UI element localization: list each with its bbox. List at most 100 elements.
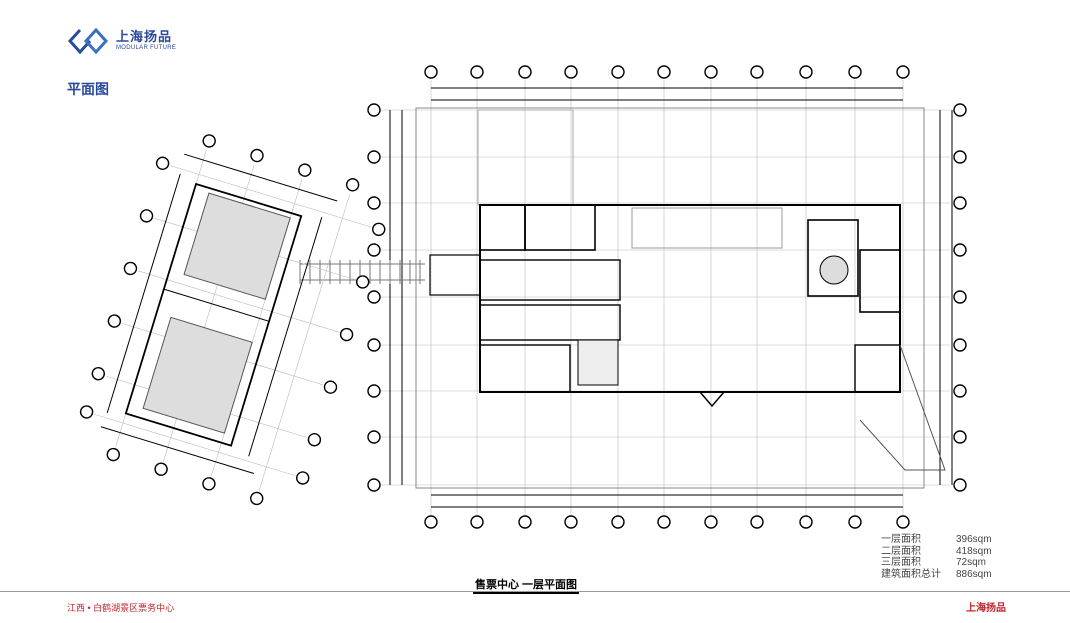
grid-axis xyxy=(94,413,296,476)
stair xyxy=(859,249,901,313)
axis-bubble xyxy=(518,515,532,529)
side-building-wall xyxy=(124,182,303,447)
column-feature xyxy=(819,255,849,285)
seating-area xyxy=(142,316,253,434)
axis-bubble xyxy=(107,314,122,328)
dimension-line xyxy=(248,217,323,457)
axis-bubble xyxy=(155,156,170,170)
axis-bubble xyxy=(518,65,532,79)
partition xyxy=(163,288,270,322)
axis-bubble xyxy=(848,515,862,529)
axis-bubble xyxy=(953,103,967,117)
dimension-line xyxy=(184,153,338,202)
main-building-plan xyxy=(299,65,967,529)
building-wall xyxy=(479,204,901,393)
axis-bubble xyxy=(202,477,216,491)
axis-bubble xyxy=(564,515,578,529)
axis-bubble xyxy=(424,515,438,529)
restroom xyxy=(479,259,621,301)
side-building-plan xyxy=(79,134,386,506)
axis-bubble xyxy=(345,178,360,192)
stair-room xyxy=(479,344,571,393)
dimension-line xyxy=(106,173,181,414)
logo-name-cn: 上海扬品 xyxy=(116,29,173,44)
axis-bubble xyxy=(250,491,264,506)
axis-bubble xyxy=(848,65,862,79)
axis-bubble xyxy=(750,515,764,529)
axis-bubble xyxy=(202,134,216,148)
axis-bubble xyxy=(367,196,381,210)
ramp xyxy=(859,344,946,471)
axis-bubble xyxy=(106,447,120,462)
axis-bubble xyxy=(154,462,168,476)
grid-axis xyxy=(138,270,340,333)
axis-bubble xyxy=(123,261,138,276)
axis-bubble xyxy=(424,65,438,79)
axis-bubble xyxy=(250,148,264,163)
axis-bubble xyxy=(79,405,94,419)
axis-bubble xyxy=(367,243,381,257)
logo-mark-icon xyxy=(67,27,109,55)
axis-bubble xyxy=(296,471,310,485)
axis-bubble xyxy=(367,430,381,444)
upper-outline xyxy=(477,109,574,206)
axis-bubble xyxy=(953,384,967,398)
page-title: 平面图 xyxy=(67,81,109,97)
axis-bubble xyxy=(953,196,967,210)
axis-bubble xyxy=(657,515,671,529)
axis-bubble xyxy=(704,65,718,79)
axis-bubble xyxy=(704,515,718,529)
axis-bubble xyxy=(298,163,312,177)
axis-bubble xyxy=(611,65,625,79)
room xyxy=(807,219,859,297)
axis-bubble xyxy=(367,338,381,352)
axis-bubble xyxy=(91,366,105,381)
footer-divider xyxy=(0,591,1070,592)
axis-bubble xyxy=(367,290,381,304)
axis-bubble xyxy=(953,243,967,257)
plan-title: 售票中心 一层平面图 xyxy=(473,576,580,594)
axis-bubble xyxy=(799,65,813,79)
axis-bubble xyxy=(953,338,967,352)
axis-bubble xyxy=(367,478,381,492)
footer-brand: 上海扬品 xyxy=(966,603,1006,614)
axis-bubble xyxy=(896,515,910,529)
counter xyxy=(631,207,783,249)
axis-bubble xyxy=(139,209,154,223)
axis-bubble xyxy=(953,478,967,492)
axis-bubble xyxy=(323,380,338,394)
room xyxy=(479,204,526,251)
axis-bubble xyxy=(367,150,381,164)
grid-axis xyxy=(170,165,372,228)
axis-bubble xyxy=(339,327,354,342)
axis-bubble xyxy=(355,275,370,289)
axis-bubble xyxy=(470,65,484,79)
axis-bubble xyxy=(564,65,578,79)
axis-bubble xyxy=(307,433,322,447)
dimension-line xyxy=(100,426,255,474)
axis-bubble xyxy=(750,65,764,79)
axis-bubble xyxy=(372,222,386,237)
entrance-door xyxy=(699,391,725,408)
axis-bubble xyxy=(953,290,967,304)
axis-bubble xyxy=(470,515,484,529)
corridor xyxy=(479,304,621,341)
axis-bubble xyxy=(367,384,381,398)
vestibule xyxy=(429,254,481,296)
room xyxy=(577,339,619,386)
site-outline xyxy=(415,107,925,489)
room xyxy=(524,204,596,251)
axis-bubble xyxy=(896,65,910,79)
footer-project: 江西 • 白鹤湖景区票务中心 xyxy=(67,603,175,613)
axis-bubble xyxy=(611,515,625,529)
axis-bubble xyxy=(657,65,671,79)
room xyxy=(854,344,901,393)
grid-axis xyxy=(258,194,350,491)
seating-area xyxy=(183,192,291,300)
